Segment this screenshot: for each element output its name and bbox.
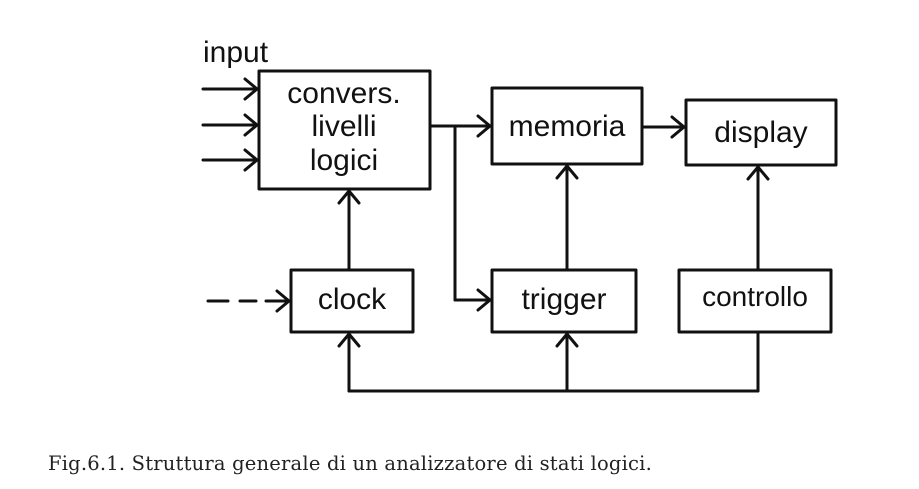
- input-arrow-2: [201, 113, 259, 137]
- figure-caption: Fig.6.1. Struttura generale di un analiz…: [48, 452, 652, 475]
- clock-block: [289, 268, 415, 334]
- memoria-to-display-arrow: [640, 115, 686, 139]
- bus-to-clock-arrow: [337, 332, 361, 393]
- convers-label-line-1: convers.: [287, 77, 400, 110]
- convers-label-line-3: logici: [310, 144, 378, 177]
- trigger-block: [490, 268, 638, 334]
- controllo-block: [677, 268, 833, 334]
- convers-to-memoria-arrow: [428, 114, 492, 138]
- clock-label: clock: [318, 283, 387, 316]
- input-arrow-1: [201, 77, 259, 101]
- input-label: input: [203, 36, 269, 69]
- controllo-to-display-arrow: [746, 165, 770, 272]
- controllo-label: controllo: [702, 281, 808, 312]
- convers-label-line-2: livelli: [311, 110, 376, 143]
- convers-to-trigger-arrow: [453, 124, 492, 312]
- convers-block: [257, 69, 432, 191]
- control-bus-line: [347, 330, 760, 393]
- input-arrow-3: [201, 148, 259, 172]
- memoria-label: memoria: [509, 110, 626, 143]
- trigger-to-memoria-arrow: [555, 164, 579, 272]
- display-label: display: [714, 116, 807, 149]
- display-block: [684, 98, 838, 167]
- bus-to-trigger-arrow: [555, 332, 579, 393]
- clock-to-convers-arrow: [337, 189, 361, 272]
- trigger-label: trigger: [521, 283, 606, 316]
- external-clock-dashed-arrow: [206, 289, 291, 313]
